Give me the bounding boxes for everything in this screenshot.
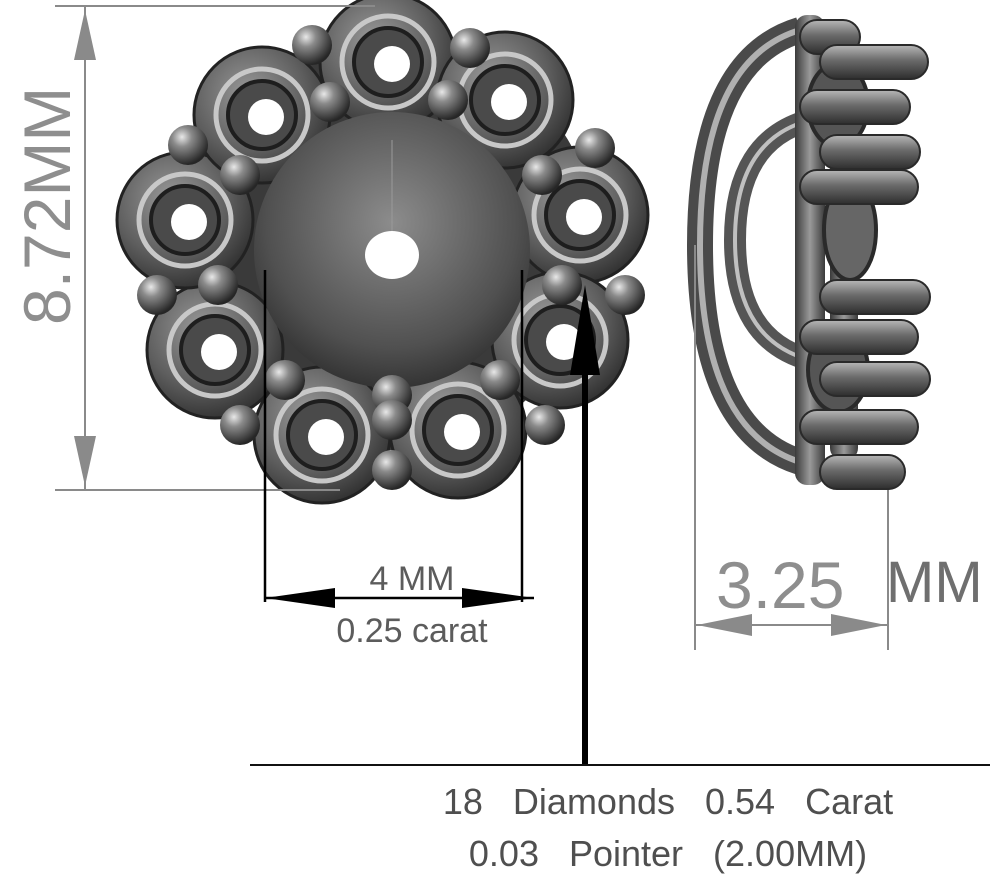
side-view (686, 15, 931, 490)
spec-line-2: 0.03 Pointer (2.00MM) (469, 833, 867, 874)
prong-ball (265, 360, 305, 400)
halo-seat-hole (546, 324, 582, 360)
depth-value-label: 3.25 (716, 548, 844, 622)
halo-seat (318, 0, 458, 132)
prong-ball (220, 405, 260, 445)
height-arrow-top (74, 10, 96, 60)
spec-line-1: 18 Diamonds 0.54 Carat (443, 781, 893, 822)
halo-seat-hole (248, 99, 284, 135)
depth-unit-label: MM (886, 550, 983, 615)
side-prong (819, 44, 929, 80)
gallery-arc-outer (686, 17, 805, 475)
side-prong (799, 409, 919, 445)
side-prong (819, 361, 931, 397)
side-prong (819, 134, 921, 170)
halo-seat-hole (566, 199, 602, 235)
height-arrow-bottom (74, 436, 96, 486)
halo-seat-rim (213, 66, 311, 164)
center-width-label: 4 MM (370, 560, 455, 598)
halo-seat-hole (308, 419, 344, 455)
prong-ball (450, 28, 490, 68)
center-hole (365, 231, 419, 279)
prong-ball (525, 405, 565, 445)
halo-seat-rim (273, 386, 371, 484)
prong-ball (168, 125, 208, 165)
halo-seat-rim (136, 171, 234, 269)
halo-seat (252, 365, 392, 505)
gallery-arc-outer-highlight (696, 27, 801, 465)
halo-seat (192, 45, 332, 185)
halo-seat-group (115, 0, 650, 505)
side-prong (819, 454, 906, 490)
prong-ball (220, 155, 260, 195)
halo-seat-hole (374, 46, 410, 82)
depth-arrow-right (831, 614, 886, 636)
halo-seat-rim (409, 381, 507, 479)
prong-ball (522, 155, 562, 195)
prong-ball-group (137, 25, 645, 490)
halo-seat (145, 280, 285, 420)
halo-seat-hole (201, 334, 237, 370)
prong-ball (575, 128, 615, 168)
halo-seat-rim (339, 13, 437, 111)
halo-seat (115, 150, 255, 290)
prong-ball (198, 265, 238, 305)
depth-arrow-left (697, 614, 752, 636)
center-arrow-right (462, 588, 534, 608)
side-prong (799, 169, 919, 205)
prong-ball (605, 275, 645, 315)
side-prong (819, 279, 931, 315)
gallery-arc-inner-highlight (732, 118, 811, 362)
side-prong (799, 89, 911, 125)
prong-ball (137, 275, 177, 315)
prong-ball (428, 80, 468, 120)
center-carat-label: 0.25 carat (336, 612, 488, 650)
side-prong (799, 319, 919, 355)
front-view (115, 0, 650, 505)
prong-ball (480, 360, 520, 400)
prong-ball (542, 265, 582, 305)
side-prong-group (799, 19, 931, 490)
center-arrow-left (265, 588, 335, 608)
prong-ball (372, 450, 412, 490)
halo-seat-hole (444, 414, 480, 450)
prong-ball (310, 82, 350, 122)
halo-seat-rim (531, 166, 629, 264)
height-label: 8.72MM (10, 87, 84, 325)
halo-seat-hole (171, 204, 207, 240)
prong-ball (372, 400, 412, 440)
pointer-arrowhead (570, 285, 600, 375)
height-dimension (55, 5, 375, 491)
prong-ball (292, 25, 332, 65)
halo-seat-hole (491, 84, 527, 120)
